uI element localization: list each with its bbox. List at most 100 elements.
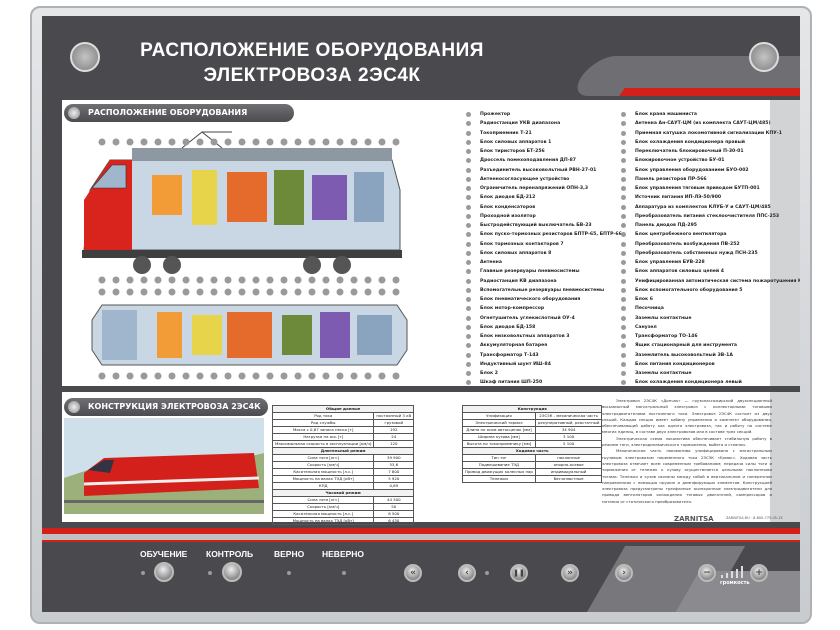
list-item: Блок диодов БД-158 [464,323,622,332]
callout-marker [112,276,120,284]
callout-marker [322,138,330,146]
callout-marker [350,372,358,380]
list-item: Блок тормозных контакторов 7 [464,240,622,249]
page-title: РАСПОЛОЖЕНИЕ ОБОРУДОВАНИЯ ЭЛЕКТРОВОЗА 2Э… [132,38,492,88]
callout-marker [308,276,316,284]
callout-marker [294,276,302,284]
list-item: Проходной изолятор [464,212,622,221]
callout-marker [182,288,190,296]
rewind-icon[interactable]: « [404,564,422,582]
callout-marker [98,138,106,146]
section-title-text: РАСПОЛОЖЕНИЕ ОБОРУДОВАНИЯ [88,108,248,117]
callout-marker [210,288,218,296]
callout-marker [224,276,232,284]
callout-marker [392,288,400,296]
next-icon[interactable]: › [615,564,633,582]
table-cell: Ширина кузова [мм] [462,433,536,441]
volume-level-icon [721,566,743,578]
callout-marker [196,372,204,380]
table-row: Конструкция [461,405,603,413]
control-button[interactable] [222,562,242,582]
callout-marker [126,372,134,380]
table-row: Высота по токоприемнику [мм]5 100 [462,440,603,448]
table-cell: Конструкция [461,405,603,413]
callout-marker [140,288,148,296]
footer-grey-stripe [42,534,800,540]
table-cell: грузовой [373,419,415,427]
prev-icon[interactable]: ‹ [458,564,476,582]
table-cell: 192 [373,426,415,434]
table-row: Масса с 0,67 запаса песка [т]192 [271,426,415,434]
callout-marker [182,138,190,146]
callout-marker [112,288,120,296]
callout-marker [308,138,316,146]
list-item: Дроссель помехоподавления ДП-87 [464,156,622,165]
list-item: Заземлитель высоковольтный ЗВ-1А [619,351,800,360]
table-row: Скорость [км/ч]50 [271,503,415,511]
list-item: Блок питания кондиционеров [619,360,800,369]
table-cell: 8 500 [373,510,415,518]
header-red-stripe [619,88,800,96]
volume-down-icon[interactable]: − [698,564,716,582]
table-row: Сила тяги [кгс]39 900 [271,454,415,462]
list-item: Панель диодов ПД-295 [619,221,800,230]
list-item: Блок управления БУВ-228 [619,258,800,267]
list-item: Разъединитель высоковольтный РВН-27-01 [464,166,622,175]
list-item: Преобразователь собственных нужд ПСН-235 [619,249,800,258]
callout-marker [252,276,260,284]
fast-forward-icon[interactable]: » [561,564,579,582]
table-cell: Тип тяг [462,454,536,462]
callout-marker [168,276,176,284]
callout-marker [252,138,260,146]
callout-marker [392,138,400,146]
table-row: Ширина кузова [мм]3 100 [462,433,603,441]
table-cell: Сила тяги [кгс] [271,496,375,504]
list-item: Источник питания ИП-ЛЭ-50/900 [619,193,800,202]
list-item: Вспомогательные резервуары пневмосистемы [464,286,622,295]
table-cell: Род тока [271,412,375,420]
table-cell: Длительный режим [271,447,415,455]
training-button[interactable] [154,562,174,582]
callout-marker [224,372,232,380]
table-cell: Тележки [462,475,536,483]
callout-marker [224,288,232,296]
table-cell: КПД [271,482,375,490]
list-item: Антенносогласующее устройство [464,175,622,184]
description-paragraph: Электровоз 2ЭС4К «Дончак» — грузопассажи… [602,398,772,435]
callout-marker [378,276,386,284]
table-cell: Подвешивание ТЭД [462,461,536,469]
table-cell: Нагрузка на ось [т] [271,433,375,441]
list-item: Блок тиристоров БТ-256 [464,147,622,156]
training-led [141,571,145,575]
list-item: Переключатель блокировочный П-30-01 [619,147,800,156]
speaker-left-icon [70,42,100,72]
side-strip-2 [770,392,800,522]
list-item: Огнетушитель углекислотный ОУ-4 [464,314,622,323]
pause-icon[interactable]: ❚❚ [510,564,528,582]
list-item: Трансформатор ТО-146 [619,332,800,341]
callout-marker [266,276,274,284]
list-item: Токоприемник Т-21 [464,129,622,138]
table-cell: 5 100 [534,440,603,448]
callout-marker [322,276,330,284]
table-cell: рекуперативный, реостатный [534,419,603,427]
list-item: Блок вспомогательного оборудования 5 [619,286,800,295]
volume-up-icon[interactable]: + [750,564,768,582]
callout-marker [140,138,148,146]
list-item: Заземлы контактные [619,314,800,323]
locomotive-side-view [82,131,402,274]
table-row: Длина по осям автосцепок [мм]34 904 [462,426,603,434]
brand-contacts: ZARNITSA.RU · 8-800-775-05-15 [726,516,783,520]
table-row: Максимальная скорость в эксплуатации [км… [271,440,415,448]
callout-marker [224,138,232,146]
list-item: Ограничитель перенапряжений ОПН-3,3 [464,184,622,193]
callout-marker [112,138,120,146]
control-label: КОНТРОЛЬ [206,549,254,559]
